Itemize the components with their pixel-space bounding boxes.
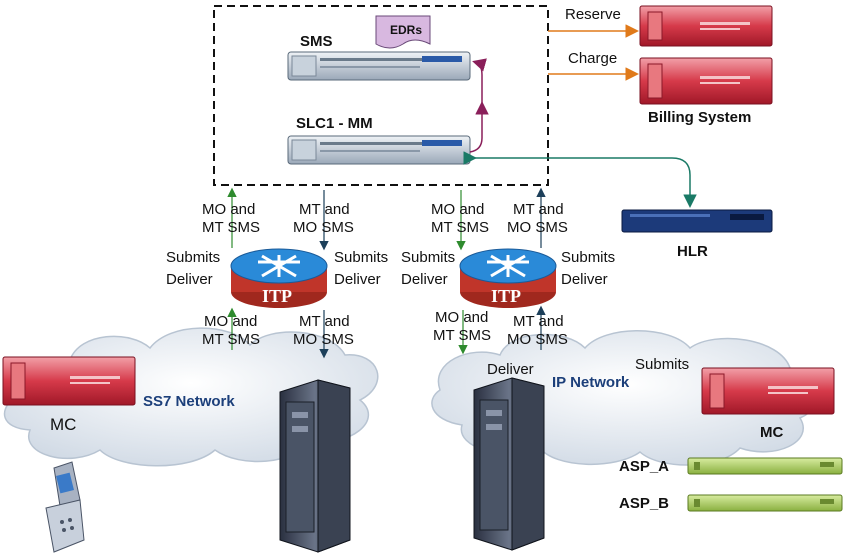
ss7-network-label: SS7 Network xyxy=(143,393,235,410)
slc1-label: SLC1 - MM xyxy=(296,115,373,132)
edrs-label: EDRs xyxy=(390,23,422,37)
link-label: MT SMS xyxy=(202,219,260,236)
link-label: Submits xyxy=(561,249,615,266)
link-label: MO SMS xyxy=(507,219,568,236)
asp-a-label: ASP_A xyxy=(619,458,669,475)
link-label: MT and xyxy=(513,313,564,330)
link-label: MO SMS xyxy=(293,219,354,236)
mc-right-label: MC xyxy=(760,424,783,441)
mc-left-server-icon xyxy=(2,356,136,406)
slc1-server-icon xyxy=(287,135,471,165)
link-label: Submits xyxy=(334,249,388,266)
itp-right-router-icon: ITP xyxy=(459,248,557,308)
link-label: MT SMS xyxy=(202,331,260,348)
itp-right-label: ITP xyxy=(491,286,521,306)
link-label: MO SMS xyxy=(507,331,568,348)
link-label: Deliver xyxy=(487,361,534,378)
link-label: MO SMS xyxy=(293,331,354,348)
link-label: MT SMS xyxy=(431,219,489,236)
ip-rack-cabinet-icon xyxy=(473,377,545,551)
link-label: MT and xyxy=(513,201,564,218)
billing-system-label: Billing System xyxy=(648,109,751,126)
asp-a-server-icon xyxy=(687,457,843,475)
slc-domain-boundary xyxy=(213,5,549,186)
hlr-label: HLR xyxy=(677,243,708,260)
link-label: MT and xyxy=(299,313,350,330)
charge-label: Charge xyxy=(568,50,617,67)
link-label: MO and xyxy=(202,201,255,218)
mobile-phone-icon xyxy=(45,461,85,553)
asp-b-label: ASP_B xyxy=(619,495,669,512)
itp-left-router-icon: ITP xyxy=(230,248,328,308)
itp-left-label: ITP xyxy=(262,286,292,306)
link-label: MO and xyxy=(204,313,257,330)
asp-b-server-icon xyxy=(687,494,843,512)
ss7-rack-cabinet-icon xyxy=(279,379,351,553)
link-label: MO and xyxy=(431,201,484,218)
slc-hlr-arrow xyxy=(463,151,697,208)
link-label: Submits xyxy=(635,356,689,373)
billing-server-2-icon xyxy=(639,57,773,105)
link-label: MO and xyxy=(435,309,488,326)
link-label: Deliver xyxy=(334,271,381,288)
link-label: MT and xyxy=(299,201,350,218)
link-label: MT SMS xyxy=(433,327,491,344)
link-label: Deliver xyxy=(561,271,608,288)
edrs-document-icon: EDRs xyxy=(375,15,431,49)
ip-network-label: IP Network xyxy=(552,374,630,391)
link-label: Deliver xyxy=(401,271,448,288)
link-label: Deliver xyxy=(166,271,213,288)
sms-server-icon xyxy=(287,51,471,81)
hlr-server-icon xyxy=(621,209,773,233)
reserve-label: Reserve xyxy=(565,6,621,23)
link-label: Submits xyxy=(166,249,220,266)
billing-server-1-icon xyxy=(639,5,773,47)
link-label: Submits xyxy=(401,249,455,266)
sms-label: SMS xyxy=(300,33,333,50)
mc-right-server-icon xyxy=(701,367,835,415)
slc-to-sms-arrow xyxy=(469,58,487,153)
mc-left-label: MC xyxy=(50,415,76,434)
